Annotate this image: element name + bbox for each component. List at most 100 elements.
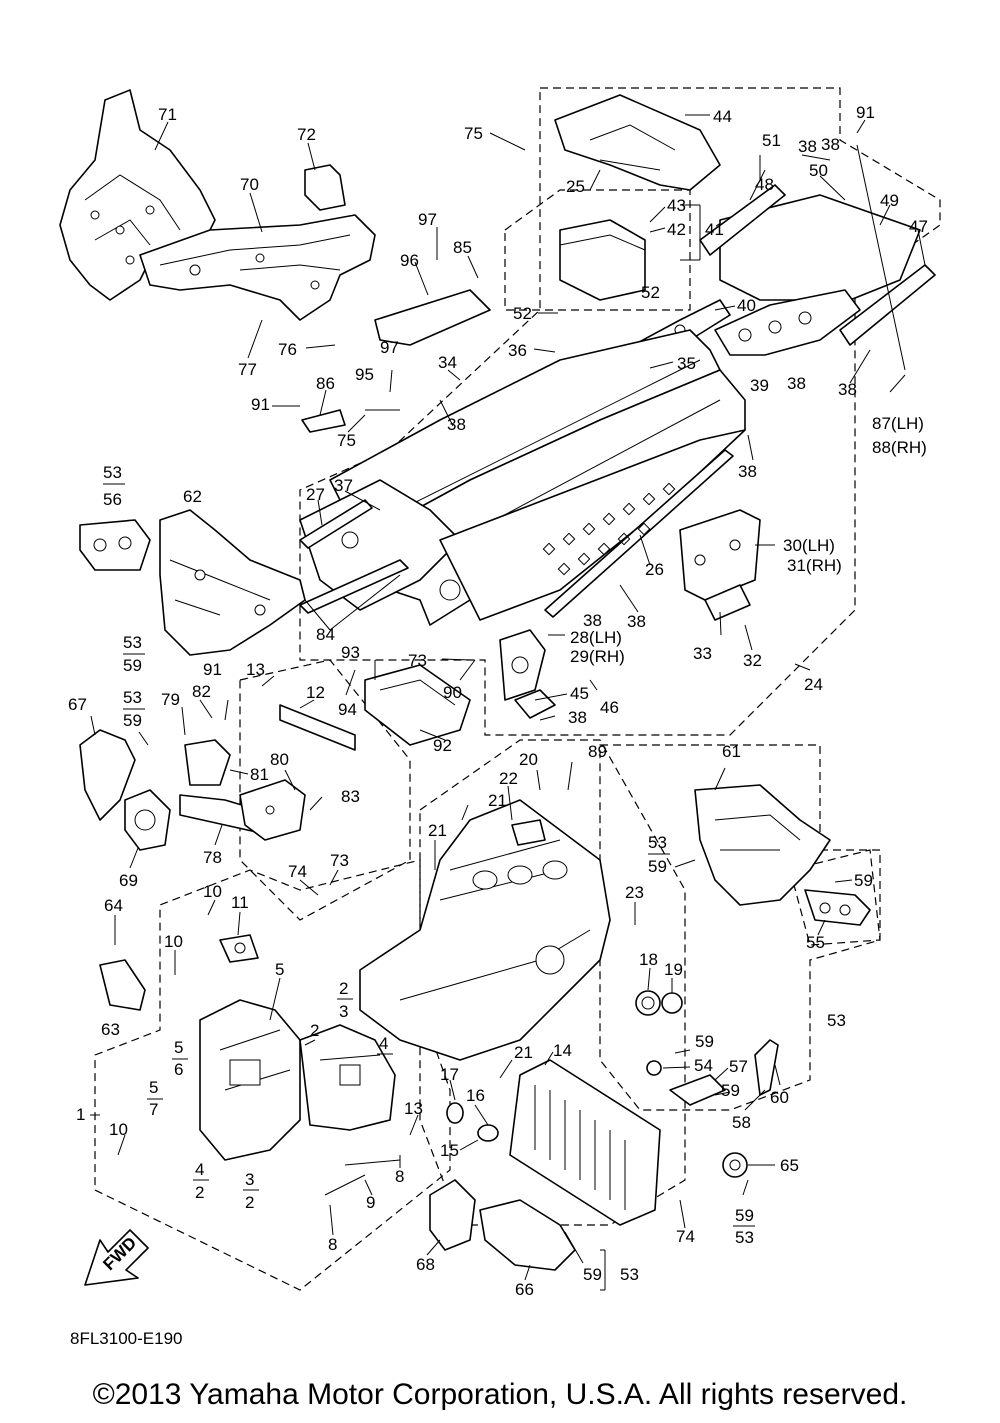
leader: [536, 769, 541, 791]
callout: 3: [245, 1170, 254, 1189]
leader: [441, 658, 471, 661]
leader: [564, 1231, 584, 1264]
hole: [234, 942, 246, 954]
callout: 70: [240, 175, 259, 194]
callout: 73: [408, 651, 427, 670]
leader: [214, 824, 223, 846]
leader: [749, 169, 766, 201]
callout: 90: [443, 683, 462, 702]
leader: [181, 706, 186, 736]
callout: 96: [400, 251, 419, 270]
part-57-bracket: [669, 1074, 726, 1106]
callout: 91: [203, 660, 222, 679]
callout: 49: [880, 191, 899, 210]
leader: [714, 305, 736, 311]
callout: 48: [755, 175, 774, 194]
leader: [329, 574, 401, 631]
callouts: 71 72 70 77 76 75 44 91 38 38 51 50 49 4…: [68, 103, 928, 1299]
hole: [542, 860, 568, 880]
callout: 21: [428, 821, 447, 840]
callout: 20: [519, 750, 538, 769]
part-27-rail: [299, 499, 373, 549]
callout: 13: [404, 1099, 423, 1118]
callout: 52: [513, 304, 532, 323]
diagram-code: 8FL3100-E190: [70, 1329, 183, 1348]
callout: 53: [827, 1011, 846, 1030]
callout: 52: [641, 283, 660, 302]
leader: [229, 769, 249, 775]
callout: 40: [737, 296, 756, 315]
engine-cradle: [359, 784, 871, 1061]
callout: 15: [440, 1141, 459, 1160]
callout: 88(RH): [872, 438, 927, 457]
hole: [535, 945, 565, 975]
leader: [138, 731, 149, 746]
hole: [265, 805, 275, 815]
hole: [839, 904, 851, 916]
leader: [347, 414, 366, 433]
callout: 69: [119, 871, 138, 890]
leader: [247, 319, 263, 359]
leader: [414, 261, 429, 296]
part-37-front-section: [299, 479, 461, 611]
leader: [619, 584, 639, 613]
callout: 28(LH): [570, 628, 622, 647]
callout: 26: [645, 560, 664, 579]
callout: 60: [770, 1088, 789, 1107]
part-67-cover: [79, 729, 136, 821]
leader: [129, 847, 139, 869]
callout: 38: [447, 415, 466, 434]
callout: 66: [515, 1280, 534, 1299]
callout: 2: [339, 979, 348, 998]
leader: [719, 611, 722, 636]
leader: [269, 977, 281, 1021]
callout: 8: [395, 1167, 404, 1186]
leader: [674, 1049, 691, 1054]
rear-frame-upper: [554, 94, 936, 371]
left-mid-parts: [79, 509, 471, 751]
part-63-bracket: [99, 959, 146, 1011]
callout: 44: [713, 107, 732, 126]
part-39-plate: [714, 289, 861, 356]
callout: 4: [379, 1034, 388, 1053]
part-55-plate: [804, 889, 871, 926]
callout: 79: [161, 690, 180, 709]
callout: 65: [780, 1156, 799, 1175]
leader: [524, 1264, 531, 1281]
leader: [345, 669, 356, 696]
leader: [649, 361, 674, 369]
hole: [310, 280, 320, 290]
leader: [679, 1199, 686, 1229]
hole: [125, 255, 135, 265]
callout: 21: [514, 1043, 533, 1062]
hole: [641, 996, 655, 1010]
callout: 67: [68, 695, 87, 714]
callout: 33: [693, 644, 712, 663]
callout: 21: [488, 791, 507, 810]
leader: [647, 967, 651, 991]
callout: 80: [270, 750, 289, 769]
leader: [459, 659, 476, 681]
callout: 75: [464, 124, 483, 143]
leader: [90, 715, 96, 736]
part-61-bracket: [694, 784, 831, 906]
leader: [284, 769, 296, 791]
leader: [329, 1204, 334, 1236]
part-48-rail: [699, 184, 786, 256]
group-outline-12: [239, 659, 411, 921]
callout: 35: [677, 354, 696, 373]
callout: 38: [798, 137, 817, 156]
callout: 38: [627, 612, 646, 631]
leader: [199, 699, 213, 719]
callout: 41: [705, 220, 724, 239]
hole: [341, 531, 359, 549]
callout: 2: [310, 1021, 319, 1040]
part-72-bracket: [304, 164, 346, 211]
leader: [856, 119, 866, 134]
part-25-detail: [589, 124, 676, 171]
leader: [426, 1239, 441, 1256]
callout: 75: [337, 431, 356, 450]
callout: 10: [164, 932, 183, 951]
callout: 42: [667, 220, 686, 239]
